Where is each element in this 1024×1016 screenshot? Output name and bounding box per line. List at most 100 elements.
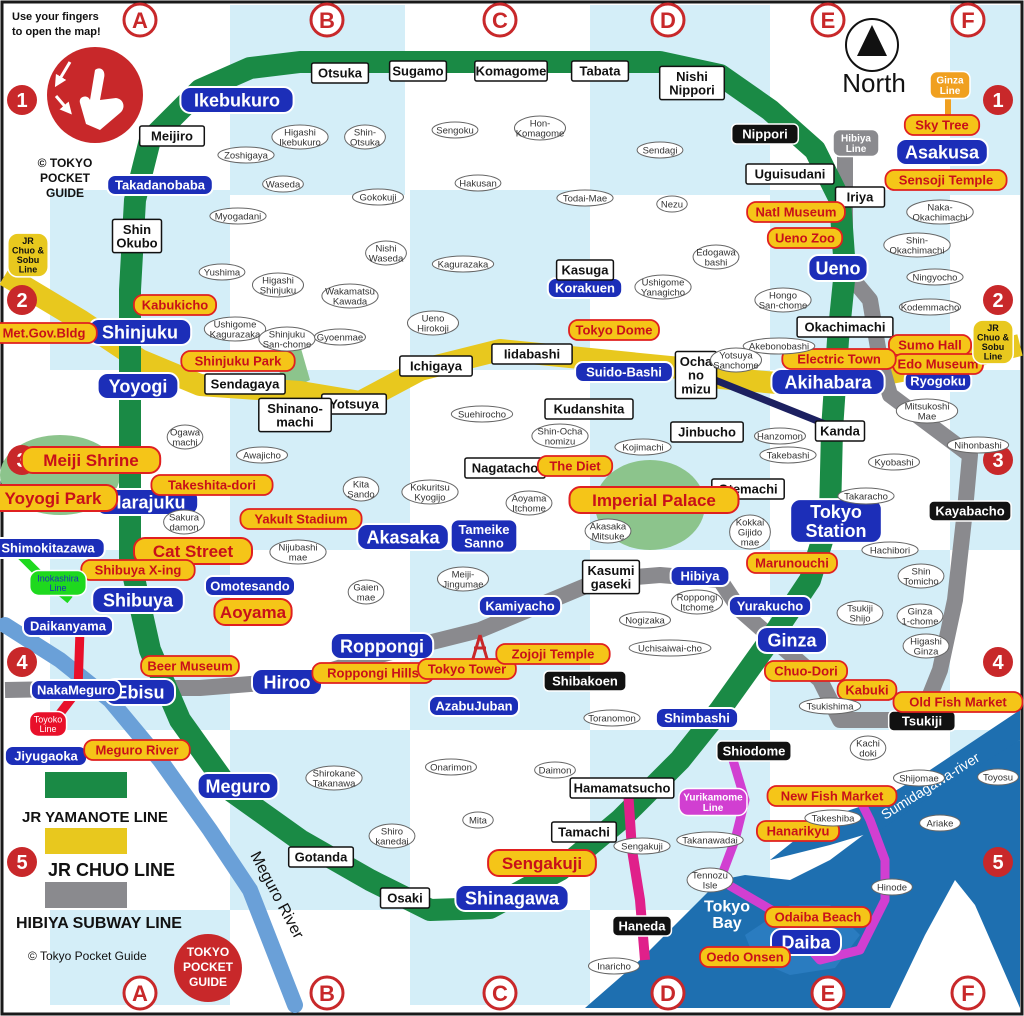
- attractions-old-fish: Old Fish Market: [892, 691, 1024, 713]
- small-station-text: Takeshiba: [812, 813, 855, 824]
- jr-stations-gotanda: Gotanda: [287, 846, 355, 868]
- small-station: Waseda: [262, 175, 304, 193]
- dark-stations-nippori-text: Nippori: [742, 127, 788, 142]
- column-marker-d-top: D: [650, 2, 686, 38]
- badge-line-2: POCKET: [183, 960, 234, 974]
- small-station-text: Waseda: [266, 179, 301, 190]
- row-marker-2-right: 2: [983, 285, 1013, 315]
- small-station-text: Todai-Mae: [563, 193, 607, 204]
- jr-stations-yotsuya: Yotsuya: [320, 393, 388, 415]
- small-station-text: Shin: [911, 566, 930, 577]
- attractions-electric-town-text: Electric Town: [797, 352, 881, 367]
- small-station-text: San-chome: [263, 339, 312, 350]
- column-letter: B: [319, 8, 335, 33]
- small-station-text: Kyogijo: [414, 492, 445, 503]
- attractions-sky-tree: Sky Tree: [903, 114, 981, 136]
- jr-stations-jinbucho-text: Jinbucho: [678, 425, 736, 440]
- small-station: Hon-Komagome: [513, 115, 567, 141]
- major-stations-shimbashi: Shimbashi: [654, 707, 740, 729]
- small-station-text: Okachimachi: [913, 212, 968, 223]
- row-number: 5: [16, 852, 27, 874]
- small-station-text: Akebonobashi: [749, 341, 809, 352]
- major-stations-ikebukuro-text: Ikebukuro: [194, 90, 280, 110]
- major-stations-shimokitazawa-text: Shimokitazawa: [1, 541, 95, 556]
- column-letter: F: [961, 981, 974, 1006]
- small-station-text: Higashi: [262, 275, 294, 286]
- attractions-meiji-shrine: Meiji Shrine: [20, 446, 162, 474]
- small-station-text: Hinode: [877, 882, 907, 893]
- jr-stations-ochanomizu-text: no: [688, 368, 704, 383]
- jr-stations-otsuka-text: Otsuka: [318, 66, 363, 81]
- jr-stations-iidabashi: Iidabashi: [491, 343, 573, 365]
- column-marker-c-top: C: [482, 2, 518, 38]
- small-station-text: Higashi: [910, 636, 942, 647]
- small-station-text: Mita: [469, 815, 488, 826]
- small-station-text: Sando: [347, 489, 374, 500]
- column-letter: E: [821, 8, 836, 33]
- small-station-text: Kawada: [333, 296, 368, 307]
- major-stations-akasaka-text: Akasaka: [366, 527, 440, 547]
- legend: JR YAMANOTE LINE JR CHUO LINE HIBIYA SUB…: [16, 772, 182, 932]
- small-station-text: Kodemmacho: [901, 302, 960, 313]
- major-stations-asakusa: Asakusa: [895, 138, 989, 166]
- small-station: Zoshigaya: [217, 146, 275, 164]
- row-number: 4: [992, 652, 1004, 674]
- major-stations-akasaka: Akasaka: [356, 523, 450, 551]
- attractions-meguro-river-text: Meguro River: [95, 743, 178, 758]
- jr-stations-meijiro: Meijiro: [138, 125, 206, 147]
- jr-stations-shinanomachi-text: Shinano-: [267, 401, 323, 416]
- small-station-text: Gokokuji: [360, 192, 397, 203]
- small-station-text: Sengakuji: [621, 841, 663, 852]
- badge-line-3: GUIDE: [189, 975, 227, 989]
- row-marker-5-left: 5: [7, 847, 37, 877]
- dark-stations-kayabacho: Kayabacho: [928, 500, 1012, 522]
- small-station-text: Meiji-: [452, 569, 475, 580]
- attractions-sky-tree-text: Sky Tree: [915, 118, 969, 133]
- attractions-shibuya-xing: Shibuya X-ing: [80, 559, 196, 581]
- attractions-sengakuji-text: Sengakuji: [502, 854, 582, 873]
- small-station: Uchisaiwai-cho: [628, 639, 712, 657]
- column-marker-a-top: A: [122, 2, 158, 38]
- bay-land: [890, 880, 1020, 1008]
- major-stations-suido-bashi: Suido-Bashi: [574, 361, 674, 383]
- small-station-text: Takanawa: [313, 778, 356, 789]
- line-labels-toyoko-text: Toyoko: [34, 715, 63, 725]
- attractions-zojoji-text: Zojoji Temple: [512, 647, 595, 662]
- row-marker-5-right: 5: [983, 847, 1013, 877]
- small-station-text: Kagurazaka: [210, 329, 261, 340]
- jr-stations-kudanshita-text: Kudanshita: [554, 402, 626, 417]
- small-station-text: Shin-Ocha: [538, 426, 584, 437]
- jr-stations-uguisudani: Uguisudani: [745, 163, 835, 185]
- attractions-meiji-shrine-text: Meiji Shrine: [43, 451, 138, 470]
- dark-stations-haneda-text: Haneda: [619, 919, 667, 934]
- attractions-roppongi-hills-text: Roppongi Hills: [327, 666, 419, 681]
- small-station: Akebonobashi: [742, 337, 816, 355]
- line-labels-inokashira-text: Line: [49, 583, 66, 593]
- major-stations-yurakucho-text: Yurakucho: [737, 599, 804, 614]
- column-marker-d-bottom: D: [650, 975, 686, 1011]
- small-station: Naka-Okachimachi: [906, 199, 974, 225]
- attractions-kabukicho-text: Kabukicho: [142, 298, 209, 313]
- row-marker-1-right: 1: [983, 85, 1013, 115]
- small-station-text: Otsuka: [350, 137, 381, 148]
- row-number: 5: [992, 852, 1003, 874]
- major-stations-yurakucho: Yurakucho: [727, 595, 813, 617]
- line-labels-toyoko-text: Line: [39, 724, 56, 734]
- small-station: Ariake: [919, 814, 961, 832]
- small-station-text: Kagurazaka: [438, 259, 489, 270]
- small-station-text: Tsukishima: [807, 701, 855, 712]
- small-station: Sendagi: [636, 141, 684, 159]
- column-letter: D: [660, 981, 676, 1006]
- small-station: Meiji-Jingumae: [436, 566, 490, 592]
- major-stations-daiba-text: Daiba: [781, 932, 831, 952]
- jr-stations-shin-okubo-text: Shin: [123, 222, 151, 237]
- attractions-yoyogi-park-text: Yoyogi Park: [5, 489, 103, 508]
